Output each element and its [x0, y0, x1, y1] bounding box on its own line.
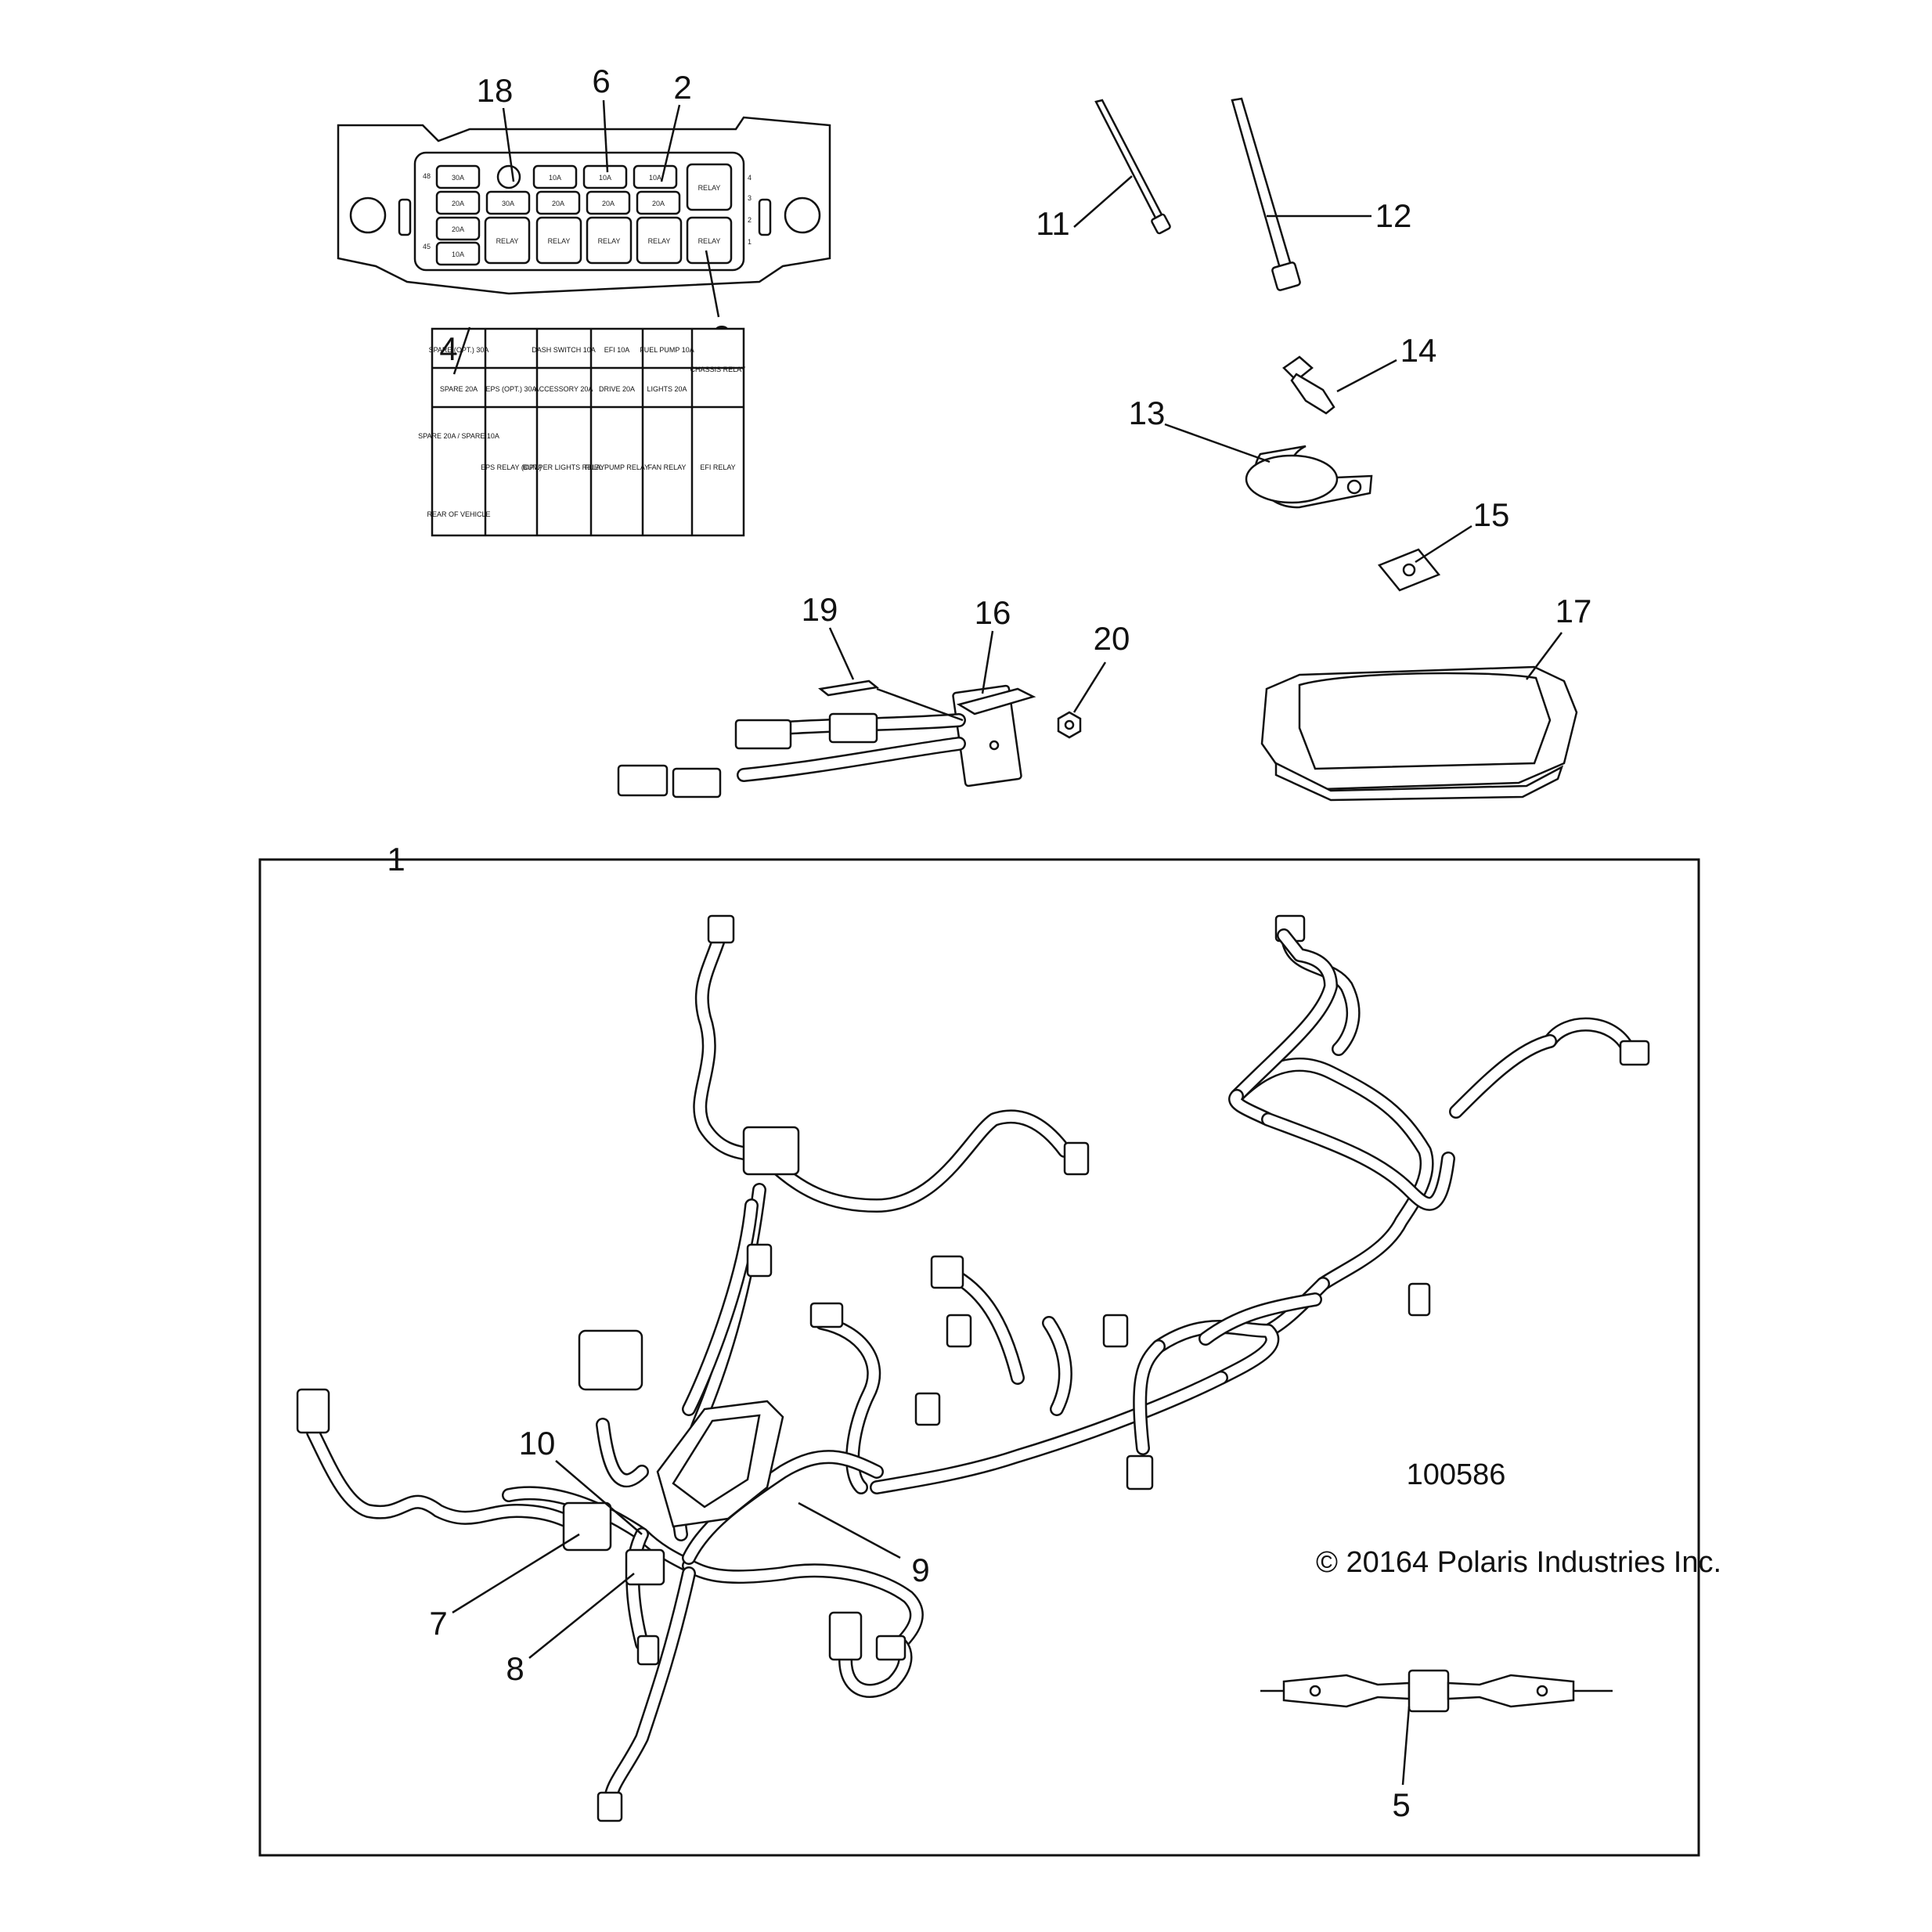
label-cell: EFI 10A: [604, 346, 630, 354]
fuse-box: 30A 10A 10A 10A 20A 30A 20A 20A 20A 20A …: [337, 116, 831, 295]
side-number: 4: [748, 174, 752, 182]
harness-right-branch: [1198, 928, 1455, 1346]
callout-1: 1: [387, 841, 405, 878]
relay-label: RELAY: [496, 237, 519, 245]
side-number: 3: [748, 194, 752, 202]
callout-2: 2: [673, 69, 691, 106]
callout-5: 5: [1392, 1786, 1410, 1823]
cable-tie-large: [1231, 97, 1301, 291]
relay-label: RELAY: [698, 184, 721, 192]
label-cell: FAN RELAY: [648, 463, 687, 471]
fuse-label: 30A: [502, 200, 514, 207]
fuse-box-cover: [1260, 665, 1578, 802]
relay-label: RELAY: [598, 237, 621, 245]
callout-13: 13: [1129, 395, 1166, 431]
label-cell: SPARE 20A: [440, 385, 478, 393]
main-wiring-harness: [306, 928, 1635, 1808]
callout-8: 8: [506, 1650, 524, 1687]
callout-16: 16: [975, 594, 1011, 631]
label-cell: SPARE 20A / SPARE 10A: [418, 432, 499, 440]
callout-20: 20: [1094, 620, 1130, 657]
end-label: 45: [423, 243, 431, 251]
hex-nut: [1057, 711, 1082, 739]
label-cell: EFI RELAY: [700, 463, 735, 471]
fuse-label: 10A: [452, 251, 464, 258]
fuse-label: 20A: [552, 200, 564, 207]
relay-label: RELAY: [648, 237, 671, 245]
label-cell: BUMPER LIGHTS RELAY: [523, 463, 605, 471]
fuse-label: 20A: [452, 225, 464, 233]
fuse-label: 20A: [602, 200, 615, 207]
fuse-label-decal: SPARE (OPT.) 30A DASH SWITCH 10A EFI 10A…: [418, 327, 746, 537]
mounting-hole-left: [349, 196, 387, 234]
fuse-label: 10A: [649, 174, 661, 182]
fuse-row-1: 30A 10A 10A 10A: [435, 164, 678, 189]
callout-12: 12: [1375, 197, 1412, 234]
nut-clip: [1377, 548, 1441, 592]
relay-label: RELAY: [698, 237, 721, 245]
label-cell: DASH SWITCH 10A: [532, 346, 596, 354]
callout-18: 18: [477, 72, 514, 109]
callout-11: 11: [1036, 205, 1070, 242]
label-cell: FUEL PUMP 10A: [640, 346, 694, 354]
figure-number: 100586: [1407, 1458, 1506, 1491]
cable-tie-small: [1094, 99, 1171, 235]
mounting-hole-right: [784, 196, 821, 234]
p-clamp: [1245, 445, 1373, 509]
relays: RELAY RELAY RELAY RELAY RELAY RELAY: [484, 163, 733, 265]
label-cell: EPS RELAY (OPT.): [481, 463, 542, 471]
end-label: 48: [423, 172, 431, 180]
fuse-label: 30A: [452, 174, 464, 182]
relay-sub-harness: [617, 679, 1036, 798]
callout-15: 15: [1473, 496, 1510, 533]
label-cell: CHASSIS RELAY: [690, 366, 746, 373]
callout-17: 17: [1555, 593, 1592, 629]
fuse-label: 10A: [599, 174, 611, 182]
label-cell: FUEL PUMP RELAY: [585, 463, 649, 471]
callout-14: 14: [1400, 332, 1437, 369]
callout-6: 6: [592, 63, 610, 99]
copyright-notice: © 20164 Polaris Industries Inc.: [1316, 1546, 1721, 1579]
callout-19: 19: [802, 591, 838, 628]
fuse-label: 20A: [652, 200, 665, 207]
relay-label: RELAY: [548, 237, 571, 245]
callout-9: 9: [911, 1552, 929, 1588]
harness-connectors: [296, 914, 1650, 1822]
fuse-row-2: 20A 30A 20A 20A 20A: [435, 190, 681, 215]
harness-fuse-box: [656, 1400, 784, 1528]
label-cell: EPS (OPT.) 30A: [485, 385, 536, 393]
label-cell: SPARE (OPT.) 30A: [429, 346, 489, 354]
fuse-label: 20A: [452, 200, 464, 207]
callout-4: 4: [439, 330, 457, 367]
label-footer: REAR OF VEHICLE: [427, 510, 490, 518]
callout-7: 7: [429, 1605, 447, 1642]
callout-10: 10: [519, 1425, 556, 1462]
side-number: 2: [748, 216, 752, 224]
push-pin-rivet: [1282, 355, 1335, 415]
label-cell: DRIVE 20A: [599, 385, 635, 393]
label-cell: LIGHTS 20A: [647, 385, 687, 393]
side-number: 1: [748, 238, 752, 246]
inline-fuse-holder: [1260, 1669, 1613, 1713]
fuse-label: 10A: [549, 174, 561, 182]
label-cell: ACCESSORY 20A: [535, 385, 593, 393]
harness-frame: [258, 858, 1700, 1857]
